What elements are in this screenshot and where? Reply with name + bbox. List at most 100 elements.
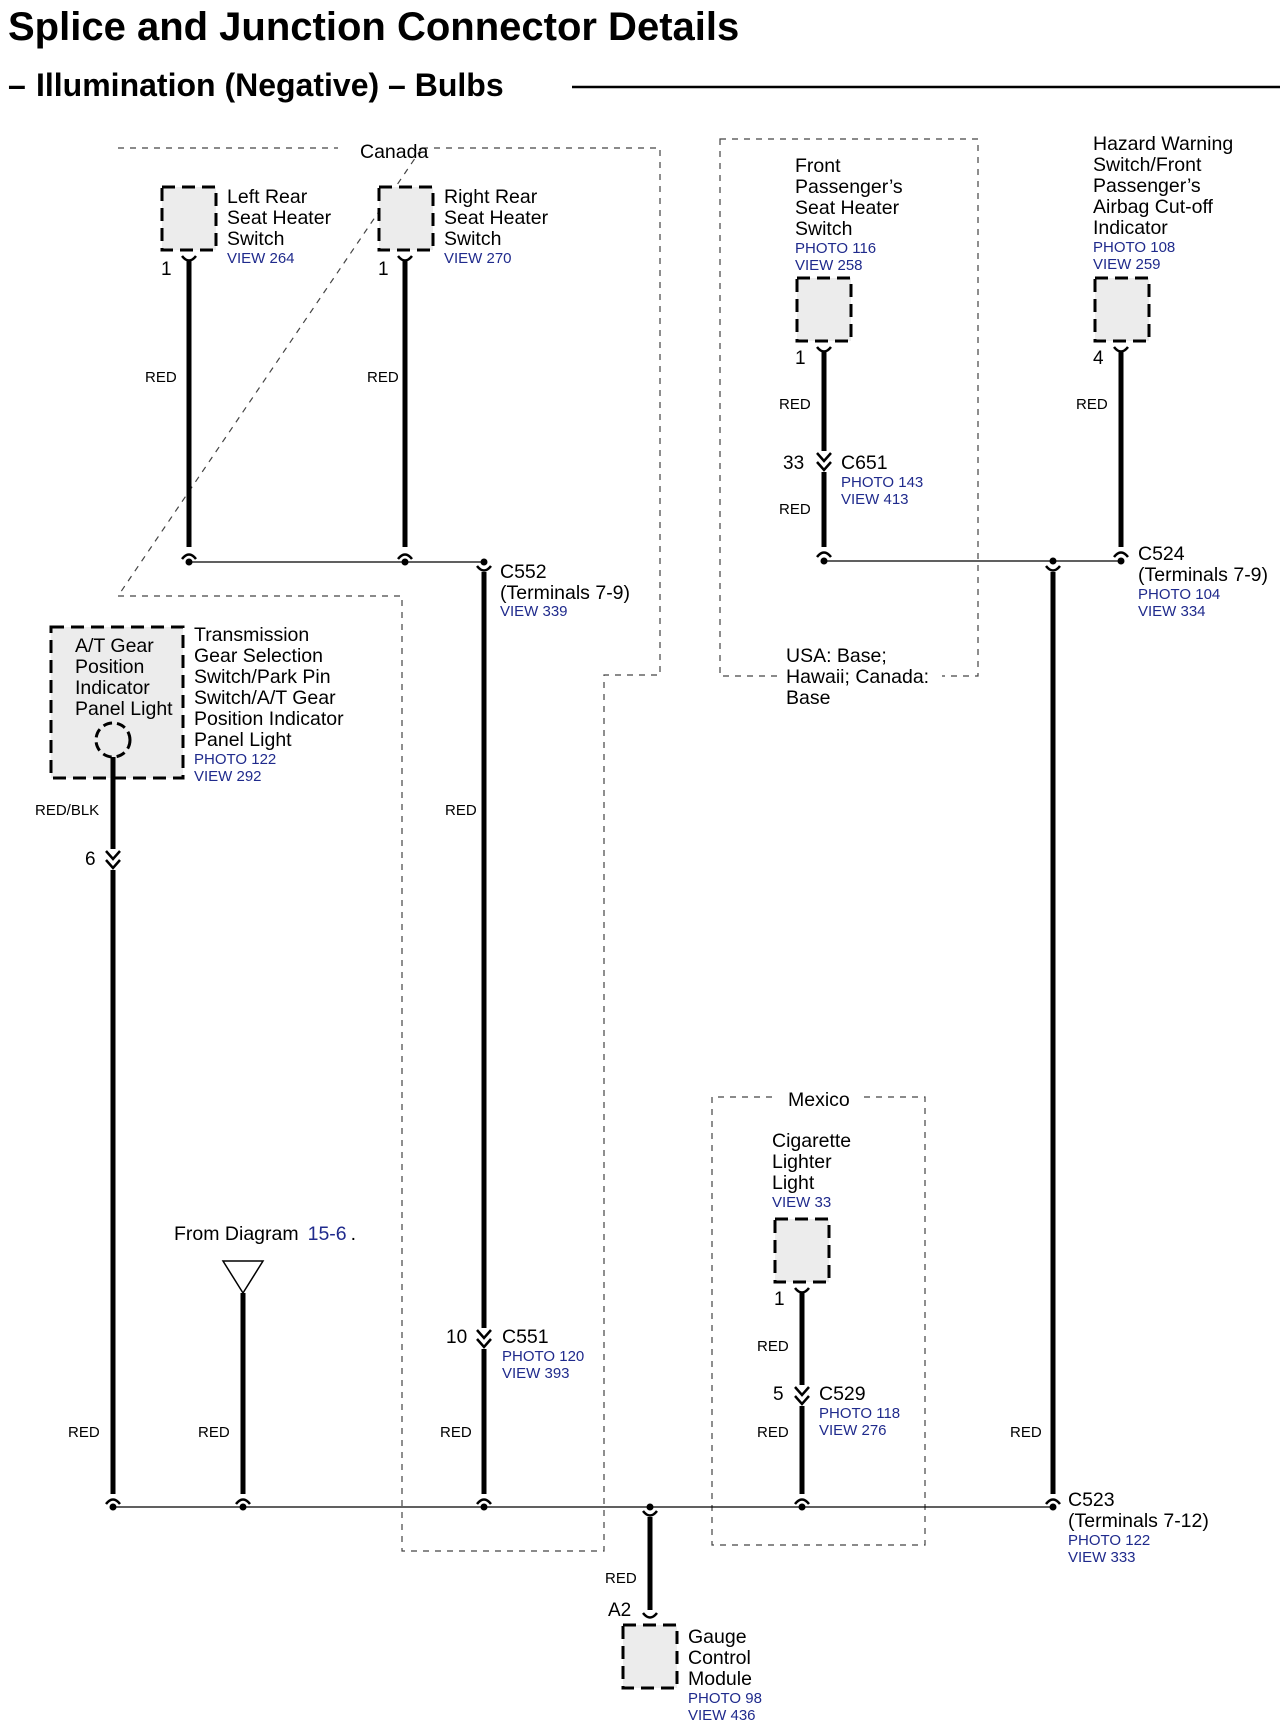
mexico-label: Mexico xyxy=(788,1089,850,1111)
right-rear-seat-name-2: Seat Heater xyxy=(444,207,549,229)
hazard-name-3: Passenger’s xyxy=(1093,175,1201,197)
c523-node-6 xyxy=(1049,1503,1057,1511)
c651-connector-symbol xyxy=(816,452,832,472)
right-rear-seat-name-1: Right Rear xyxy=(444,186,538,208)
c523-photo: PHOTO 122 xyxy=(1068,1532,1150,1549)
right-rear-seat-view: VIEW 270 xyxy=(444,250,512,267)
c651-id: C651 xyxy=(841,452,888,474)
c524-node-left xyxy=(820,557,828,565)
usa-label-line2: Hawaii; Canada: xyxy=(786,666,929,688)
from-diagram-link[interactable]: 15-6 xyxy=(308,1223,347,1245)
c529-connector-symbol xyxy=(794,1386,810,1406)
c524-view: VIEW 334 xyxy=(1138,603,1206,620)
c529-view: VIEW 276 xyxy=(819,1422,887,1439)
bulb-icon xyxy=(94,721,132,759)
at-view: VIEW 292 xyxy=(194,768,262,785)
c529-photo: PHOTO 118 xyxy=(819,1405,900,1422)
gauge-pin: A2 xyxy=(608,1600,631,1621)
at-name-3: Switch/Park Pin xyxy=(194,666,331,688)
wire-label-gauge: RED xyxy=(605,1570,637,1587)
hazard-name-1: Hazard Warning xyxy=(1093,133,1233,155)
c552-node-left xyxy=(185,558,193,566)
wire-label-front-pass-1: RED xyxy=(779,396,811,413)
cig-view: VIEW 33 xyxy=(772,1194,831,1211)
wire-label-c529: RED xyxy=(757,1424,789,1441)
c524-photo: PHOTO 104 xyxy=(1138,586,1220,603)
c524-node-right xyxy=(1117,557,1125,565)
c552-node-right xyxy=(480,558,488,566)
cig-name-1: Cigarette xyxy=(772,1130,851,1152)
wire-label-hazard: RED xyxy=(1076,396,1108,413)
c551-id: C551 xyxy=(502,1326,549,1348)
at-gear-position-indicator-panel-light xyxy=(49,625,185,780)
hazard-terminal xyxy=(1113,346,1129,353)
c551-connector-symbol xyxy=(476,1329,492,1349)
c651-pin: 33 xyxy=(783,453,804,474)
gauge-view: VIEW 436 xyxy=(688,1707,756,1724)
from-diagram-suffix: . xyxy=(351,1223,356,1245)
wire-label-from-diagram: RED xyxy=(198,1424,230,1441)
c529-pin: 5 xyxy=(773,1384,784,1405)
c551-photo: PHOTO 120 xyxy=(502,1348,584,1365)
page-subtitle: Illumination (Negative) – Bulbs xyxy=(36,67,504,103)
canada-label: Canada xyxy=(360,141,428,163)
at-name-4: Switch/A/T Gear xyxy=(194,687,336,709)
gauge-photo: PHOTO 98 xyxy=(688,1690,762,1707)
gauge-bus-terminal xyxy=(642,1510,658,1517)
cig-name-3: Light xyxy=(772,1172,815,1194)
left-rear-seat-name-3: Switch xyxy=(227,228,284,250)
hazard-pin: 4 xyxy=(1093,348,1104,369)
front-pass-seat-view: VIEW 258 xyxy=(795,257,863,274)
c524-id: C524 xyxy=(1138,543,1185,565)
wire-label-right-rear: RED xyxy=(367,369,399,386)
c551-view: VIEW 393 xyxy=(502,1365,570,1382)
front-pass-seat-name-3: Seat Heater xyxy=(795,197,900,219)
gauge-name-3: Module xyxy=(688,1668,752,1690)
c651-view: VIEW 413 xyxy=(841,491,909,508)
left-rear-seat-heater-switch xyxy=(160,185,218,252)
c551-bus-terminal xyxy=(476,1498,492,1505)
wire-label-at: RED/BLK xyxy=(35,802,99,819)
c651-photo: PHOTO 143 xyxy=(841,474,923,491)
at-inner-3: Indicator xyxy=(75,677,150,699)
hazard-name-5: Indicator xyxy=(1093,217,1168,239)
c523-node-2 xyxy=(239,1503,247,1511)
c552-terminal xyxy=(476,565,492,572)
c524-terminal xyxy=(1045,565,1061,572)
usa-label-backdrop xyxy=(782,640,942,716)
from-diagram-bus-terminal xyxy=(235,1498,251,1505)
at-name-6: Panel Light xyxy=(194,729,292,751)
at-bus-terminal xyxy=(105,1498,121,1505)
gauge-control-module xyxy=(621,1623,679,1690)
c551-pin: 10 xyxy=(446,1327,467,1348)
cig-terminal xyxy=(794,1287,810,1294)
cig-pin: 1 xyxy=(774,1289,785,1310)
at-name-2: Gear Selection xyxy=(194,645,323,667)
cig-name-2: Lighter xyxy=(772,1151,832,1173)
c529-id: C529 xyxy=(819,1383,866,1405)
c524-bus-terminal xyxy=(1045,1498,1061,1505)
right-rear-seat-heater-switch xyxy=(377,185,435,252)
right-rear-seat-terminal xyxy=(397,255,413,262)
at-name-1: Transmission xyxy=(194,624,309,646)
c529-bus-terminal xyxy=(794,1498,810,1505)
wire-label-c552: RED xyxy=(445,802,477,819)
gauge-name-2: Control xyxy=(688,1647,751,1669)
c552-id: C552 xyxy=(500,561,547,583)
at-inner-2: Position xyxy=(75,656,144,678)
at-photo: PHOTO 122 xyxy=(194,751,276,768)
cigarette-lighter-light xyxy=(773,1217,831,1284)
wire-label-c551: RED xyxy=(440,1424,472,1441)
c523-node-1 xyxy=(109,1503,117,1511)
c523-node-5 xyxy=(798,1503,806,1511)
c523-node-3 xyxy=(480,1503,488,1511)
c523-view: VIEW 333 xyxy=(1068,1549,1136,1566)
c552-terminals: (Terminals 7-9) xyxy=(500,582,630,604)
left-rear-seat-view: VIEW 264 xyxy=(227,250,295,267)
from-diagram-prefix: From Diagram xyxy=(174,1223,299,1245)
hazard-photo: PHOTO 108 xyxy=(1093,239,1175,256)
from-diagram-arrow-icon xyxy=(221,1260,265,1295)
gauge-terminal xyxy=(642,1612,658,1619)
at-inner-4: Panel Light xyxy=(75,698,173,720)
at-inner-1: A/T Gear xyxy=(75,635,154,657)
